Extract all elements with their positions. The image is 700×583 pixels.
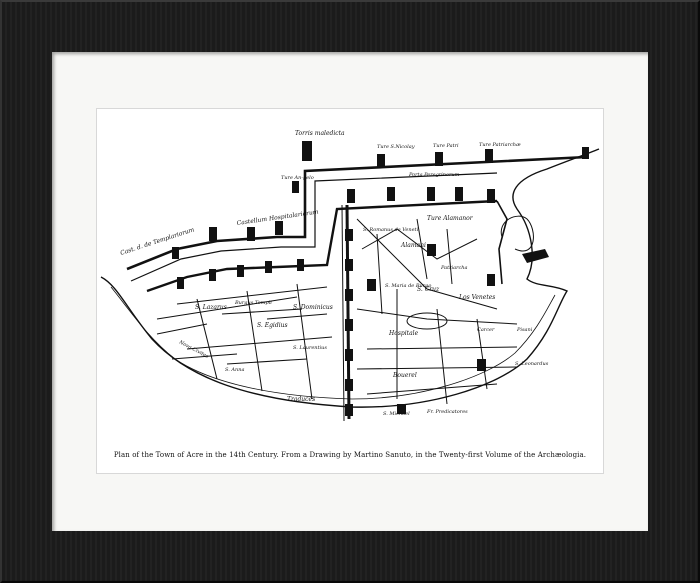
map-label: S. Leonardus (515, 361, 549, 367)
map-label: Alamani (400, 242, 426, 249)
tower-icon (487, 274, 495, 286)
lighthouse-icon (522, 249, 549, 263)
tower-icon (347, 189, 355, 203)
map-label: Ture S.Nicolay (377, 144, 415, 150)
tower-icon (345, 259, 353, 271)
street (196, 298, 218, 380)
tower-icon (297, 259, 304, 271)
inner-wall-north (146, 199, 498, 293)
street (356, 366, 518, 370)
tower-icon (345, 289, 353, 301)
tower-icon (172, 247, 179, 259)
map-label: S. Anna (225, 367, 244, 373)
map-label: Torris maledicta (295, 130, 345, 137)
tower-icon (292, 181, 299, 193)
outer-wall-north-inner (130, 172, 498, 282)
tower-icon (455, 187, 463, 201)
street (356, 308, 518, 325)
tower-icon (582, 147, 589, 159)
towers (172, 141, 589, 416)
map-label: S. Cruz (417, 286, 440, 293)
street (176, 286, 328, 305)
map-label: S. Michael (383, 411, 410, 417)
street (446, 228, 453, 285)
street (366, 346, 518, 350)
tower-icon (302, 141, 312, 161)
map-label: Burgus Templi (234, 300, 272, 306)
map-label: S. Dominicus (293, 304, 333, 311)
tower-icon (427, 244, 436, 256)
street (416, 218, 428, 280)
street (296, 283, 313, 400)
tower-icon (345, 229, 353, 241)
tower-icon (275, 221, 283, 235)
tower-icon (435, 152, 443, 166)
tower-icon (345, 404, 353, 416)
map-label: Cast. d. de Templariorum (119, 226, 195, 257)
tower-icon (477, 359, 486, 371)
tower-icon (345, 349, 353, 361)
map-label: Bouerel (392, 372, 417, 379)
tower-icon (265, 261, 272, 273)
tower-icon (247, 227, 255, 241)
street (366, 383, 498, 395)
tower-icon (209, 269, 216, 281)
map-label: Traduces (287, 396, 315, 403)
street (156, 296, 298, 320)
map-label: Ture Patriarchæ (479, 142, 521, 148)
map-label: Fr. Predicatores (426, 409, 468, 415)
street (266, 313, 328, 320)
tower-icon (487, 189, 495, 203)
street (186, 336, 333, 350)
map-label: S. Lazarus (195, 304, 227, 311)
inner-coastline (110, 286, 556, 400)
map-label: S. Romanus de Veneti (363, 227, 419, 233)
wall-east (496, 200, 508, 285)
tower-icon (387, 187, 395, 201)
tower-icon (345, 319, 353, 331)
map-label: Hospitale (388, 330, 419, 337)
tower-icon (397, 404, 406, 414)
map-label: Pisani (516, 327, 533, 333)
tower-icon (237, 265, 244, 277)
map-label: Ture Alamanor (427, 215, 474, 222)
map-label: Ture An-gelo (281, 175, 314, 181)
map-label: Los Venetes (458, 294, 495, 301)
tower-icon (177, 277, 184, 289)
street (246, 290, 263, 392)
map-label: S. Egidius (257, 322, 288, 329)
street (376, 233, 383, 315)
street (171, 353, 238, 360)
outer-wall-north (126, 155, 588, 271)
street (226, 358, 308, 365)
inner-wall-west-2 (341, 204, 345, 422)
street (356, 218, 498, 310)
street (156, 323, 208, 335)
tower-icon (485, 149, 493, 163)
map-caption: Plan of the Town of Acre in the 14th Cen… (113, 451, 587, 459)
tower-icon (427, 187, 435, 201)
plaza (406, 312, 448, 330)
acre-map-drawing: Torris maledicta Ture S.Nicolay Ture Pat… (100, 130, 600, 422)
tower-icon (209, 227, 217, 241)
map-label: S. Maria de Burgo (385, 283, 431, 289)
street (361, 228, 478, 260)
harbour-mole (500, 215, 534, 252)
tower-icon (377, 154, 385, 168)
street (436, 308, 448, 405)
map-label: Patriarcha (440, 265, 468, 271)
map-label: Porta Peregrinorum (408, 172, 460, 178)
map-label: S. Laurentius (293, 345, 327, 351)
tower-icon (367, 279, 376, 291)
map-label: Carcer (477, 327, 495, 333)
tower-icon (345, 379, 353, 391)
map-print: Torris maledicta Ture S.Nicolay Ture Pat… (97, 109, 603, 473)
street (221, 308, 303, 315)
street (476, 318, 488, 390)
map-label: Ture Patri (433, 143, 459, 149)
